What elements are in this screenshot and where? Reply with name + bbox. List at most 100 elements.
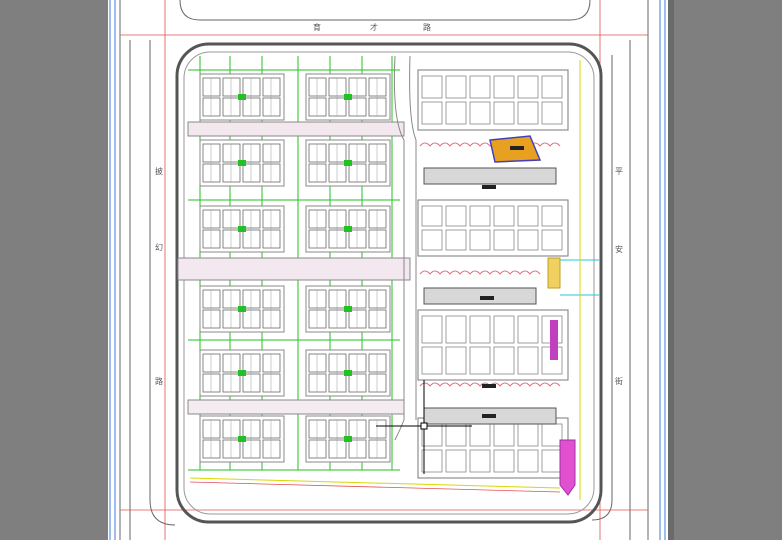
sheet-shadow bbox=[668, 0, 674, 540]
building-unit-top bbox=[517, 315, 539, 344]
green-marker bbox=[344, 94, 352, 100]
green-marker bbox=[238, 436, 246, 442]
unit-upper bbox=[242, 209, 261, 229]
unit-upper bbox=[328, 353, 347, 373]
building-unit-top bbox=[469, 315, 491, 344]
unit-upper bbox=[242, 289, 261, 309]
unit-lower bbox=[222, 439, 241, 459]
residential-block-10 bbox=[199, 415, 285, 463]
unit-upper bbox=[222, 419, 241, 439]
unit-lower bbox=[202, 309, 221, 329]
green-marker bbox=[238, 306, 246, 312]
unit-lower bbox=[202, 163, 221, 183]
unit-lower bbox=[222, 309, 241, 329]
unit-lower bbox=[328, 97, 347, 117]
building-unit-bottom bbox=[517, 346, 539, 375]
unit-upper bbox=[368, 419, 387, 439]
green-marker bbox=[344, 160, 352, 166]
building-unit-top bbox=[445, 315, 467, 344]
building-unit-bottom bbox=[493, 229, 515, 251]
unit-lower bbox=[308, 373, 327, 393]
residential-block-2 bbox=[199, 139, 285, 187]
unit-upper bbox=[202, 209, 221, 229]
building-outline bbox=[417, 199, 569, 257]
unit-lower bbox=[348, 163, 367, 183]
unit-lower bbox=[242, 309, 261, 329]
unit-lower bbox=[242, 97, 261, 117]
building-outline bbox=[417, 309, 569, 381]
unit-upper bbox=[348, 353, 367, 373]
east-building-0 bbox=[417, 69, 569, 131]
unit-upper bbox=[222, 143, 241, 163]
unit-lower bbox=[242, 373, 261, 393]
east-building-2 bbox=[417, 309, 569, 381]
building-unit-top bbox=[421, 315, 443, 344]
unit-lower bbox=[222, 163, 241, 183]
road-label-west-2: 幻 bbox=[155, 243, 163, 252]
unit-lower bbox=[202, 97, 221, 117]
east-building-3 bbox=[417, 417, 569, 479]
unit-lower bbox=[368, 309, 387, 329]
unit-upper bbox=[202, 143, 221, 163]
unit-lower bbox=[368, 439, 387, 459]
road-label-north-3: 路 bbox=[423, 23, 431, 32]
building-unit-top bbox=[469, 205, 491, 227]
cad-crosshair-cursor[interactable] bbox=[376, 380, 472, 474]
outer-frame-inner bbox=[119, 0, 649, 540]
residential-block-5 bbox=[305, 205, 391, 253]
unit-upper bbox=[348, 289, 367, 309]
unit-upper bbox=[368, 209, 387, 229]
unit-upper bbox=[222, 77, 241, 97]
building-unit-bottom bbox=[445, 229, 467, 251]
unit-upper bbox=[222, 289, 241, 309]
unit-lower bbox=[242, 163, 261, 183]
unit-upper bbox=[202, 419, 221, 439]
building-unit-bottom bbox=[493, 101, 515, 125]
building-unit-top bbox=[517, 75, 539, 99]
unit-lower bbox=[328, 163, 347, 183]
unit-lower bbox=[202, 439, 221, 459]
residential-block-8 bbox=[199, 349, 285, 397]
unit-lower bbox=[368, 373, 387, 393]
building-unit-bottom bbox=[469, 101, 491, 125]
building-unit-bottom bbox=[421, 449, 443, 473]
building-unit-bottom bbox=[541, 101, 563, 125]
unit-upper bbox=[348, 77, 367, 97]
building-outline bbox=[417, 417, 569, 479]
unit-upper bbox=[202, 289, 221, 309]
unit-upper bbox=[308, 353, 327, 373]
unit-upper bbox=[328, 289, 347, 309]
east-podium-0 bbox=[423, 167, 557, 185]
unit-lower bbox=[222, 373, 241, 393]
unit-upper bbox=[242, 77, 261, 97]
building-label-boxes bbox=[480, 146, 524, 418]
unit-upper bbox=[348, 143, 367, 163]
residential-block-9 bbox=[305, 349, 391, 397]
building-unit-bottom bbox=[421, 229, 443, 251]
unit-lower bbox=[262, 439, 281, 459]
unit-upper bbox=[242, 353, 261, 373]
unit-upper bbox=[368, 289, 387, 309]
building-unit-bottom bbox=[469, 449, 491, 473]
unit-upper bbox=[328, 143, 347, 163]
internal-roads bbox=[177, 55, 417, 441]
residential-block-4 bbox=[199, 205, 285, 253]
residential-block-1 bbox=[305, 73, 391, 121]
landscape-path-1 bbox=[419, 270, 541, 275]
road-label-north-2: 才 bbox=[370, 23, 378, 32]
unit-upper bbox=[308, 77, 327, 97]
unit-lower bbox=[368, 163, 387, 183]
road-label-east-1: 平 bbox=[615, 167, 623, 176]
building-unit-bottom bbox=[421, 346, 443, 375]
building-unit-top bbox=[493, 315, 515, 344]
unit-lower bbox=[242, 229, 261, 249]
unit-upper bbox=[202, 77, 221, 97]
unit-upper bbox=[308, 419, 327, 439]
site-boundary-inner bbox=[183, 51, 595, 515]
unit-upper bbox=[308, 289, 327, 309]
green-marker bbox=[238, 160, 246, 166]
building-unit-bottom bbox=[517, 229, 539, 251]
unit-upper bbox=[262, 143, 281, 163]
unit-lower bbox=[348, 229, 367, 249]
